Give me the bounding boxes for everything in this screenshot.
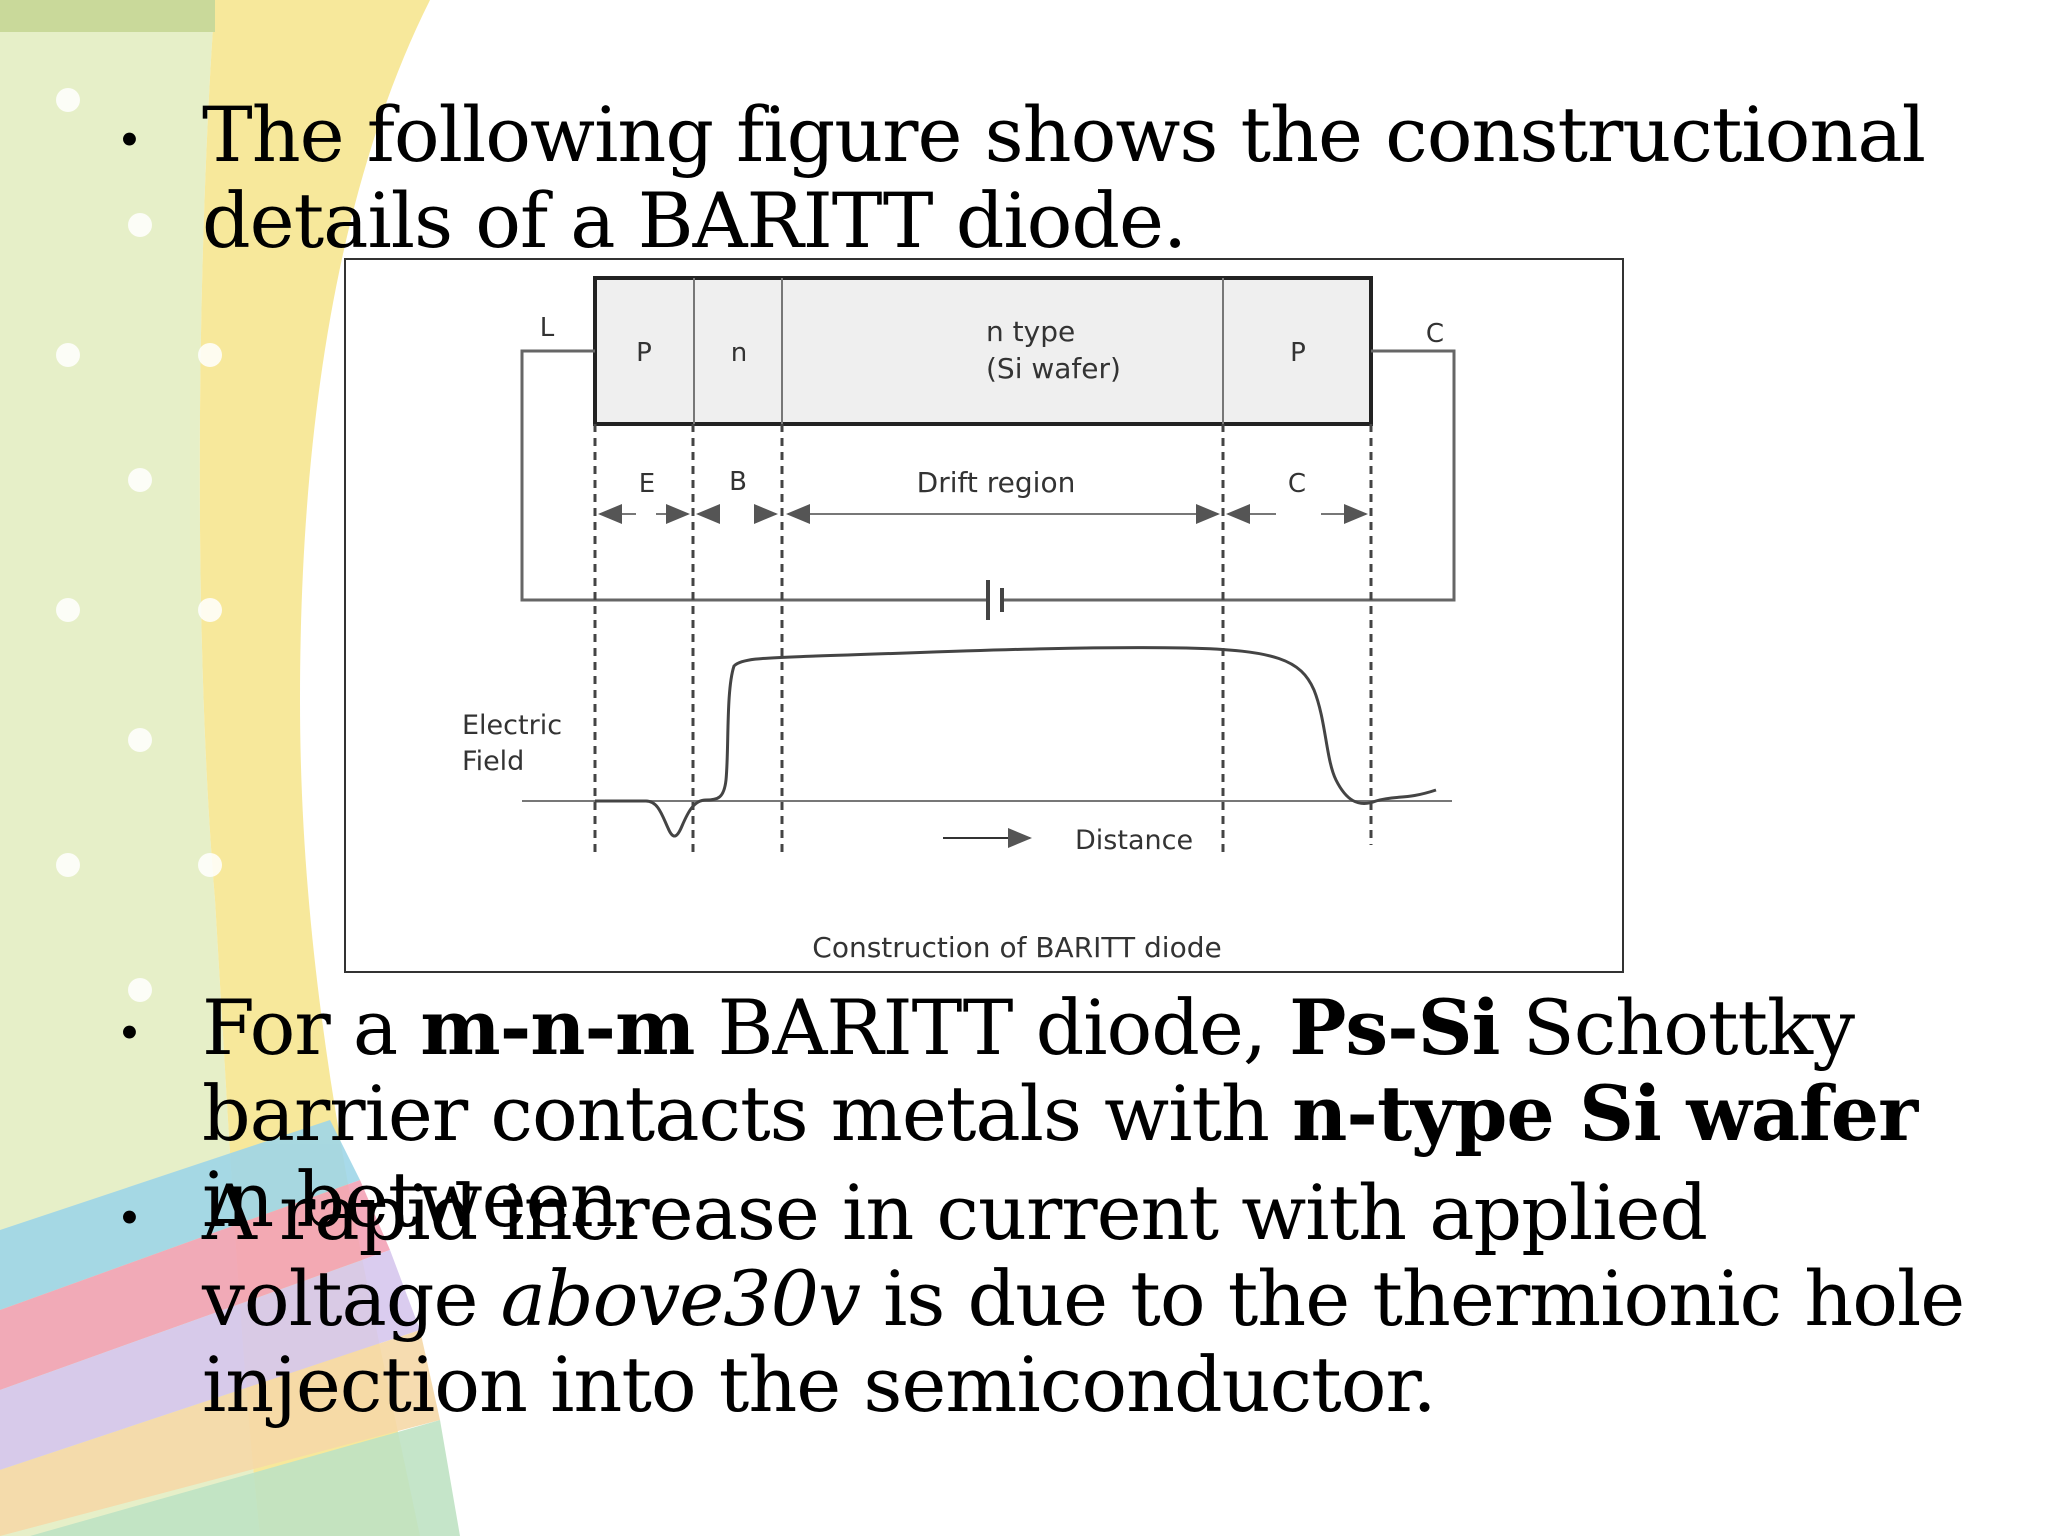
circuit-wire-right: [1002, 349, 1456, 602]
text-segment: Schottky barrier contacts metals with: [202, 983, 1855, 1158]
field-label-line1: Electric: [462, 710, 562, 741]
bullet-2-text: For a m-n-m BARITT diode, Ps-Si Schottky…: [202, 985, 2000, 1243]
diode-body: [593, 276, 1373, 426]
bullet-3-text: A rapid increase in current with applied…: [202, 1170, 2000, 1428]
bullet-1: • The following figure shows the constru…: [120, 92, 2000, 264]
region-base-label: B: [729, 467, 747, 497]
text-segment: The following figure shows the construct…: [202, 90, 1926, 265]
bullet-3: • A rapid increase in current with appli…: [120, 1170, 2000, 1428]
region-drift-label: Drift region: [917, 466, 1076, 499]
layer-p-right: P: [1290, 338, 1306, 368]
bullet-1-text: The following figure shows the construct…: [202, 92, 2000, 264]
layer-p-left: P: [636, 338, 652, 368]
baritt-diode-figure: P n n type (Si wafer) P L C: [344, 258, 1624, 973]
text-segment-bold: n-type Si wafer: [1292, 1069, 1918, 1158]
text-segment-bold: Ps-Si: [1289, 983, 1500, 1072]
terminal-right-label: C: [1426, 319, 1444, 349]
circuit-wire-left: [520, 349, 988, 602]
region-collector-label: C: [1288, 469, 1306, 499]
baritt-diagram: P n n type (Si wafer) P L C: [462, 276, 1456, 964]
bullet-marker: •: [120, 109, 139, 169]
region-emitter-label: E: [639, 469, 655, 499]
text-segment-italic: above30v: [500, 1254, 861, 1343]
layer-n: n: [731, 338, 747, 368]
terminal-left-label: L: [540, 313, 555, 343]
text-segment: BARITT diode,: [694, 983, 1290, 1072]
distance-label: Distance: [1075, 825, 1193, 856]
figure-caption: Construction of BARITT diode: [812, 931, 1221, 964]
electric-field-curve: [595, 646, 1437, 838]
field-label-line2: Field: [462, 746, 524, 777]
text-segment-bold: m-n-m: [420, 983, 695, 1072]
bullet-2: • For a m-n-m BARITT diode, Ps-Si Schott…: [120, 985, 2000, 1243]
text-segment: A rapid increase in current with applied…: [202, 1168, 1708, 1343]
layer-n-type-line2: (Si wafer): [986, 352, 1121, 385]
text-segment: in between.: [202, 1155, 642, 1244]
bullet-marker: •: [120, 1187, 139, 1247]
text-segment: is due to the thermionic hole injection …: [202, 1254, 1965, 1429]
bullet-marker: •: [120, 1002, 139, 1062]
text-segment: For a: [202, 983, 421, 1072]
layer-n-type-line1: n type: [986, 315, 1075, 348]
